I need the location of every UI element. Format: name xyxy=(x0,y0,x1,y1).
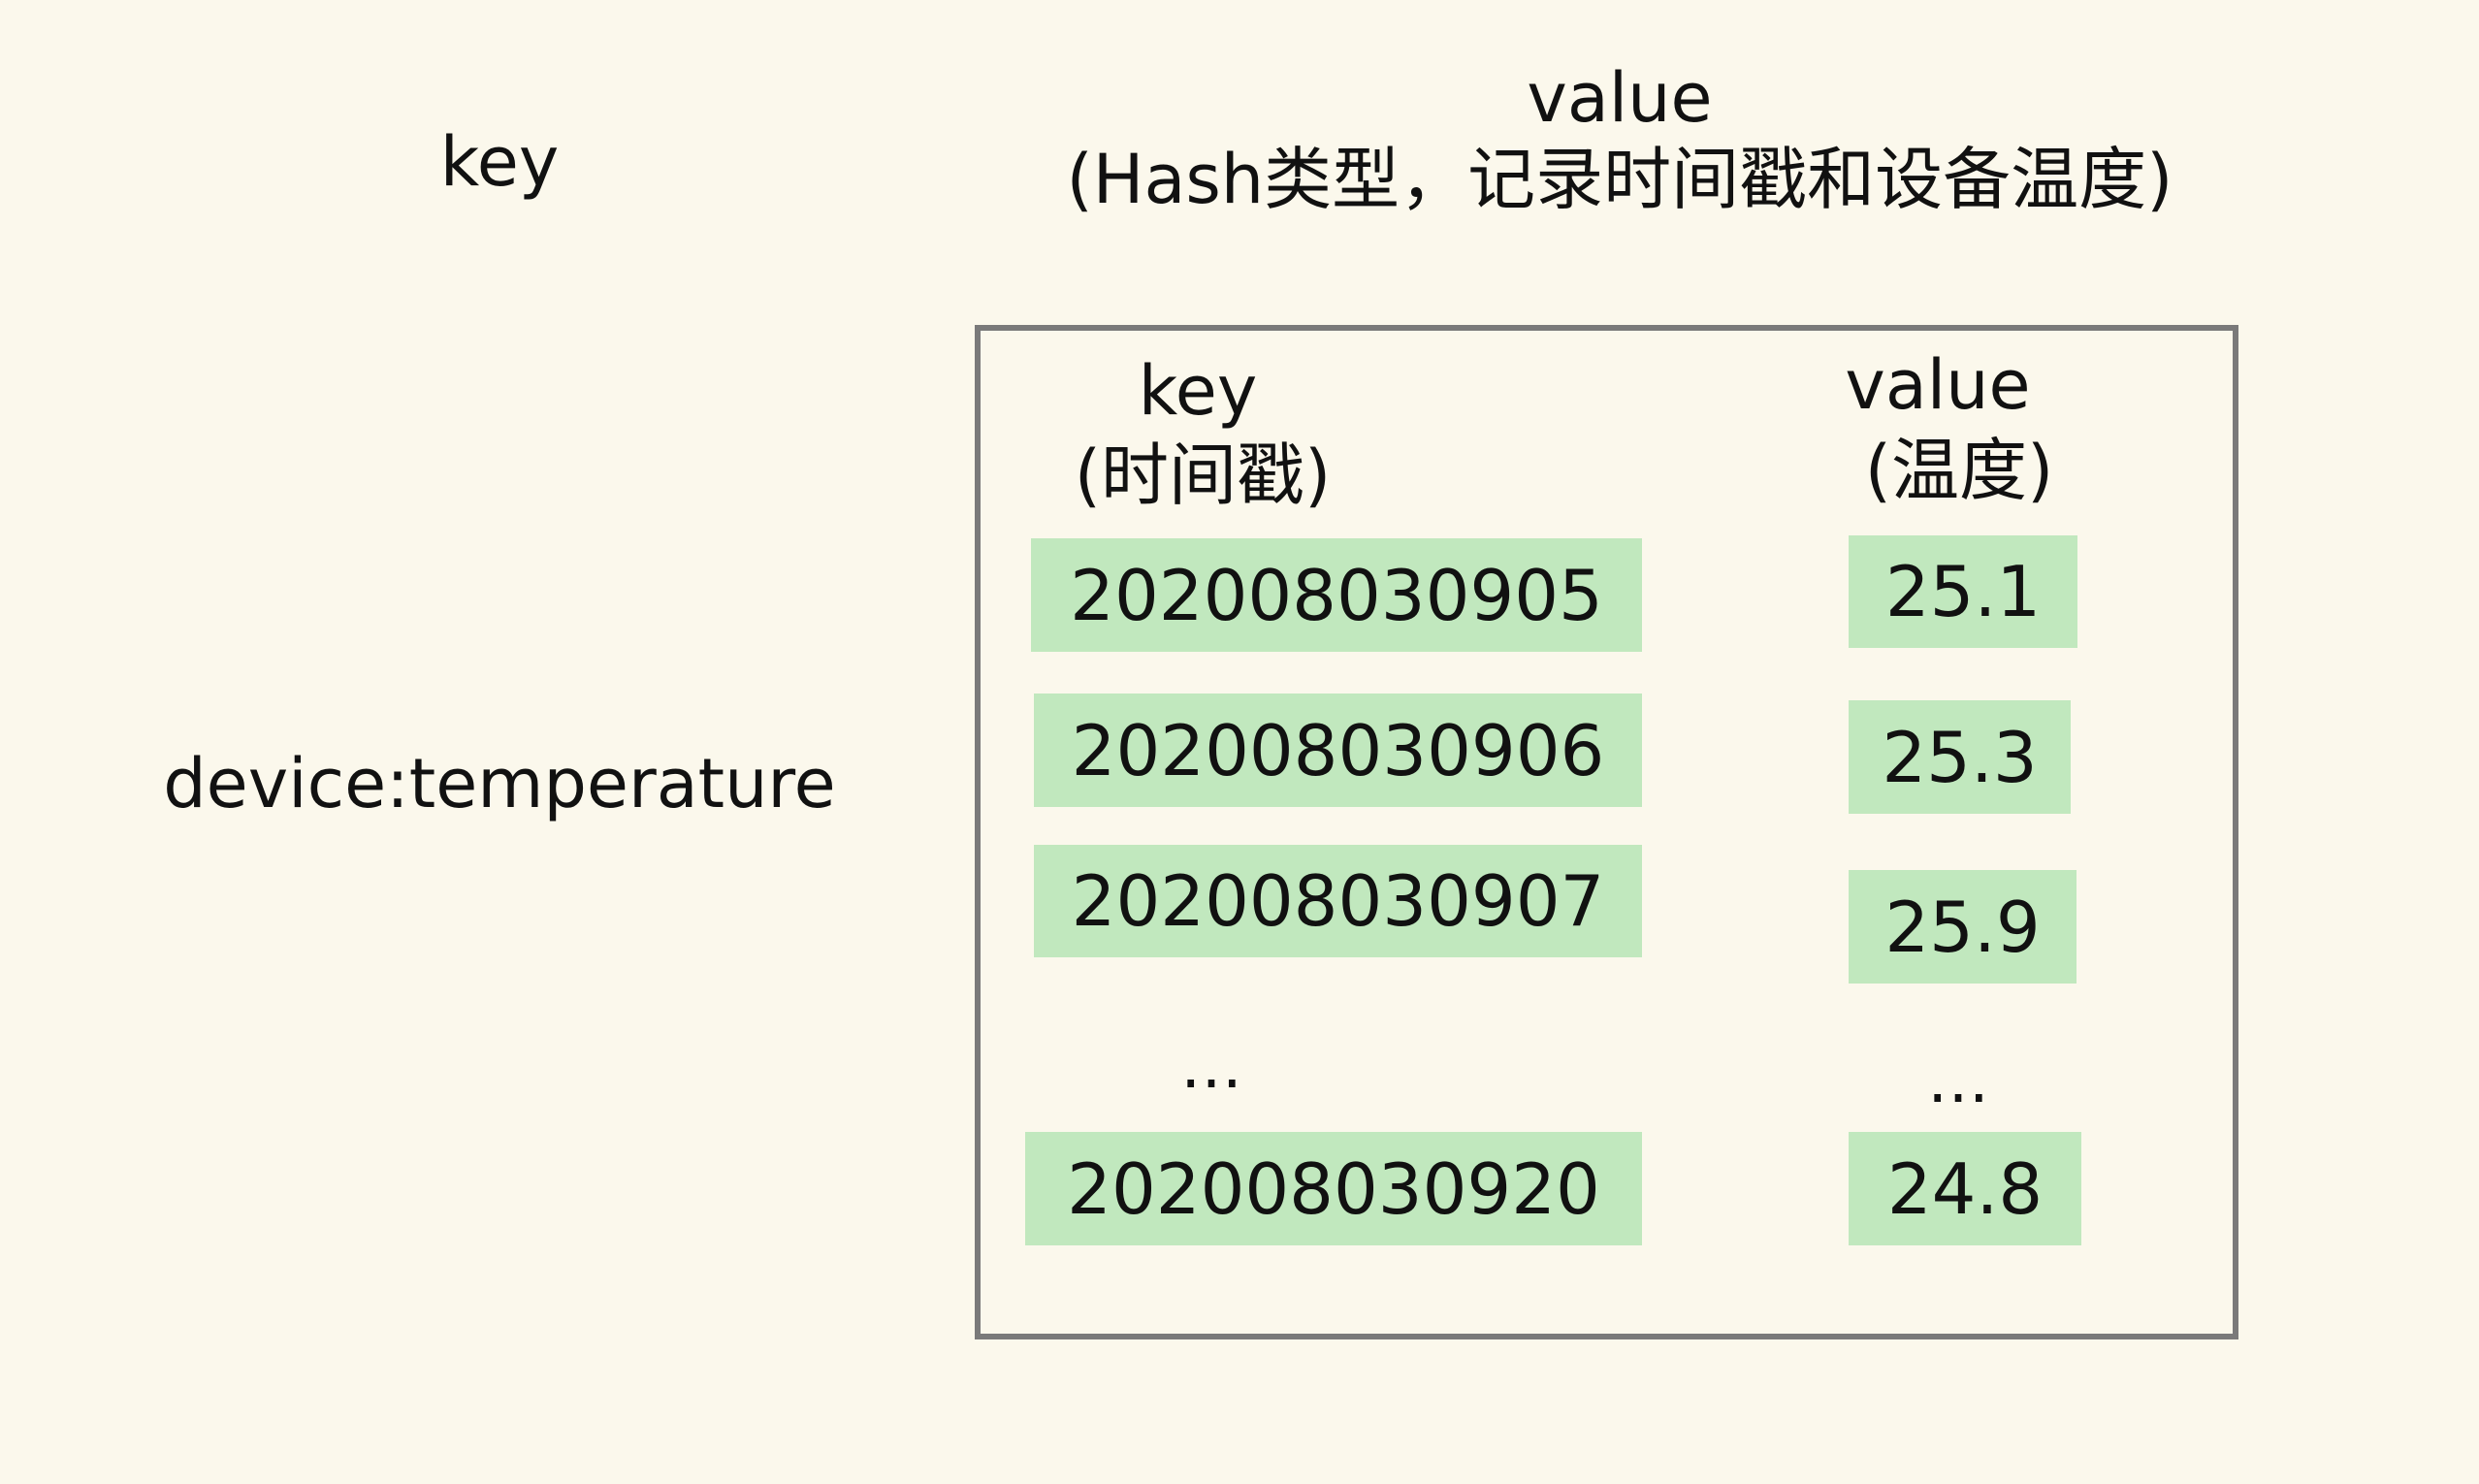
hash-value-cell: 25.3 xyxy=(1849,700,2071,814)
hash-value-cell: 25.1 xyxy=(1849,535,2077,648)
outer-key-header: key xyxy=(439,122,560,202)
hash-field-cell: 202008030905 xyxy=(1031,538,1642,652)
outer-value-subheader: (Hash类型，记录时间戳和设备温度) xyxy=(1066,140,2173,219)
hash-field-cell: 202008030907 xyxy=(1034,845,1642,957)
outer-value-header: value xyxy=(1527,58,1713,138)
hash-field-cell: 202008030920 xyxy=(1025,1132,1642,1245)
hash-container xyxy=(975,325,2238,1339)
hash-field-cell: 202008030906 xyxy=(1034,694,1642,807)
hash-field-header: key xyxy=(1138,351,1258,431)
hash-field-ellipsis: … xyxy=(1180,1031,1248,1103)
hash-value-cell: 24.8 xyxy=(1849,1132,2081,1245)
redis-key-name: device:temperature xyxy=(163,744,836,823)
hash-value-subheader: (温度) xyxy=(1864,431,2054,510)
hash-value-header: value xyxy=(1845,345,2031,425)
hash-field-subheader: (时间戳) xyxy=(1074,436,1332,515)
hash-value-cell: 25.9 xyxy=(1849,870,2077,984)
hash-value-ellipsis: … xyxy=(1927,1046,1995,1117)
